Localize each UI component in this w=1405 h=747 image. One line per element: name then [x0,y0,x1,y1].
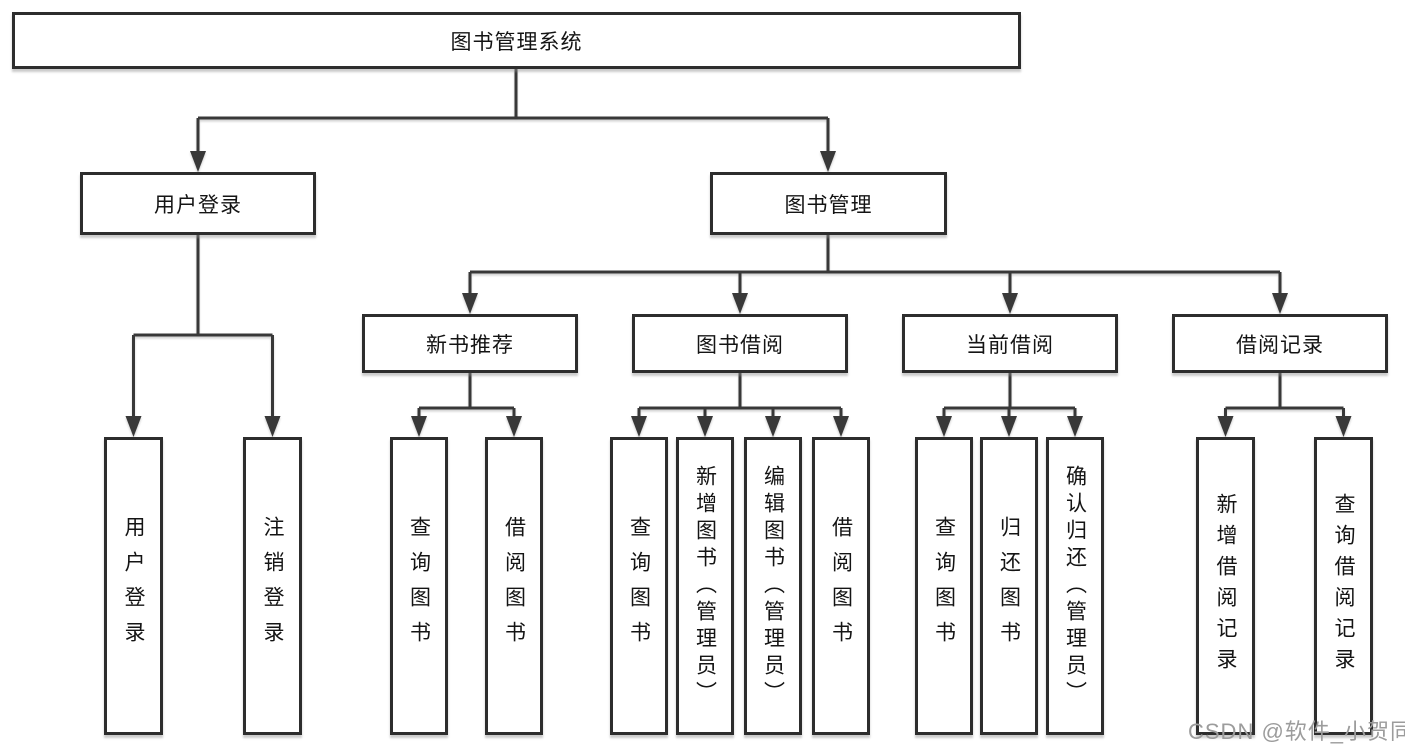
arrowhead-icon [732,293,748,314]
node-label: 图书管理 [784,193,873,217]
watermark: CSDN @软件_小贺同学 [1188,719,1405,744]
leaf-label: 归还图书 [997,516,1021,656]
node-label: 借阅记录 [1236,333,1324,357]
arrowhead-icon [264,416,281,437]
arrowhead-icon [1272,293,1288,314]
node-borrow-records: 借阅记录 [1172,314,1388,373]
node-label: 用户登录 [154,193,242,217]
arrowhead-icon [506,416,522,437]
arrowhead-icon [1001,416,1017,437]
node-label: 当前借阅 [966,333,1054,357]
leaf-label: 查询图书 [627,516,651,656]
leaf-label: 查询借阅记录 [1332,493,1355,679]
arrowhead-icon [936,416,952,437]
leaf-edit-books-admin: 编辑图书（管理员） [744,437,802,735]
leaf-borrow-books-borrow: 借阅图书 [812,437,870,735]
arrowhead-icon [462,293,478,314]
arrowhead-icon [125,416,142,437]
node-user-login: 用户登录 [80,172,316,235]
arrowhead-icon [833,416,849,437]
arrowhead-icon [765,416,781,437]
leaf-label: 新增借阅记录 [1214,493,1237,679]
arrowhead-icon [631,416,647,437]
leaf-query-books-borrow: 查询图书 [610,437,668,735]
leaf-logout: 注销登录 [243,437,302,735]
arrowhead-icon [411,416,427,437]
leaf-label: 查询图书 [932,516,956,656]
leaf-confirm-return-admin: 确认归还（管理员） [1046,437,1104,735]
leaf-query-books-newbook: 查询图书 [390,437,448,735]
leaf-label: 注销登录 [261,516,284,656]
leaf-label: 借阅图书 [502,516,526,656]
arrowhead-icon [1002,293,1018,314]
leaf-return-books: 归还图书 [980,437,1038,735]
leaf-add-borrow-record: 新增借阅记录 [1196,437,1255,735]
leaf-label: 确认归还（管理员） [1063,464,1087,708]
node-new-book-recommend: 新书推荐 [362,314,578,373]
arrowhead-icon [820,151,836,172]
arrowhead-icon [1335,416,1352,437]
node-library-management-system: 图书管理系统 [12,12,1021,69]
leaf-query-books-current: 查询图书 [915,437,973,735]
leaf-add-books-admin: 新增图书（管理员） [676,437,734,735]
leaf-label: 新增图书（管理员） [693,464,717,708]
leaf-user-login: 用户登录 [104,437,163,735]
node-label: 新书推荐 [426,333,514,357]
node-label: 图书借阅 [696,333,784,357]
node-label: 图书管理系统 [450,30,583,54]
node-book-borrow: 图书借阅 [632,314,848,373]
arrowhead-icon [190,151,206,172]
node-current-borrow: 当前借阅 [902,314,1118,373]
leaf-label: 查询图书 [407,516,431,656]
arrowhead-icon [1217,416,1234,437]
arrowhead-icon [1067,416,1083,437]
leaf-label: 借阅图书 [829,516,853,656]
arrowhead-icon [697,416,713,437]
leaf-label: 编辑图书（管理员） [761,464,785,708]
leaf-label: 用户登录 [122,516,145,656]
leaf-query-borrow-record: 查询借阅记录 [1314,437,1373,735]
node-book-management: 图书管理 [710,172,947,235]
leaf-borrow-books-newbook: 借阅图书 [485,437,543,735]
